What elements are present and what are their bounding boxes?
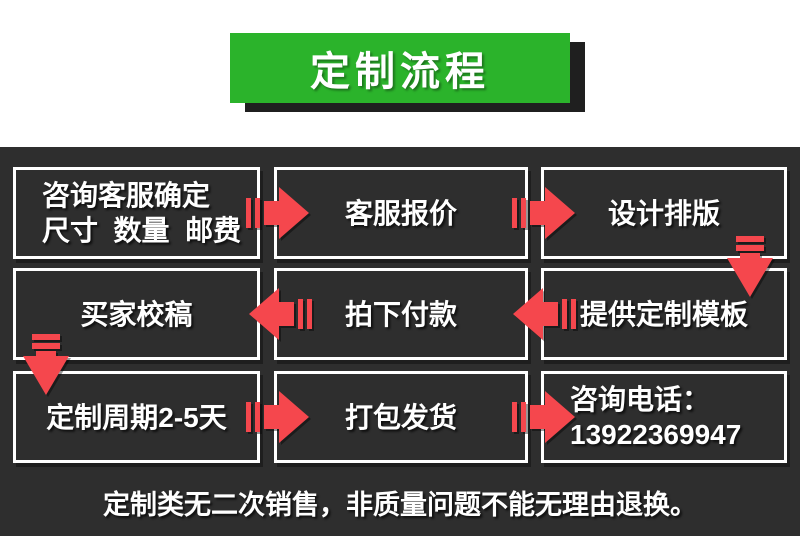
- step-line: 咨询电话：: [570, 384, 711, 415]
- arrow-right-icon: [512, 186, 576, 240]
- flow-step-design: 设计排版: [541, 167, 787, 259]
- arrow-right-icon: [246, 390, 310, 444]
- flow-step-payment: 拍下付款: [274, 268, 528, 360]
- step-line: 设计排版: [607, 197, 720, 229]
- step-line: 提供定制模板: [579, 298, 748, 330]
- footer-note: 定制类无二次销售，非质量问题不能无理由退换。: [103, 490, 697, 520]
- step-line: 咨询客服确定: [42, 180, 211, 211]
- flow-panel: 咨询客服确定 尺寸 数量 邮费 客服报价 设计排版 买家校稿 拍下付款 提供定制…: [0, 147, 800, 536]
- arrow-left-icon: [248, 287, 312, 341]
- arrow-right-icon: [246, 186, 310, 240]
- step-line: 拍下付款: [344, 298, 457, 330]
- flow-step-phone: 咨询电话： 13922369947: [541, 371, 787, 463]
- step-line: 尺寸 数量 邮费: [42, 215, 242, 246]
- step-line: 打包发货: [344, 401, 457, 433]
- arrow-right-icon: [512, 390, 576, 444]
- flow-step-cycle: 定制周期2-5天: [13, 371, 260, 463]
- flow-step-proofread: 买家校稿: [13, 268, 260, 360]
- arrow-down-icon: [726, 236, 774, 298]
- step-line: 买家校稿: [80, 298, 193, 330]
- page-title: 定制流程: [310, 50, 490, 94]
- flow-step-quote: 客服报价: [274, 167, 528, 259]
- title-banner: 定制流程: [230, 33, 570, 103]
- flow-step-consult: 咨询客服确定 尺寸 数量 邮费: [13, 167, 260, 259]
- step-line: 定制周期2-5天: [46, 401, 227, 433]
- arrow-down-icon: [22, 334, 70, 396]
- phone-number: 13922369947: [570, 419, 742, 450]
- arrow-left-icon: [512, 287, 576, 341]
- flow-step-shipping: 打包发货: [274, 371, 528, 463]
- step-line: 客服报价: [344, 197, 457, 229]
